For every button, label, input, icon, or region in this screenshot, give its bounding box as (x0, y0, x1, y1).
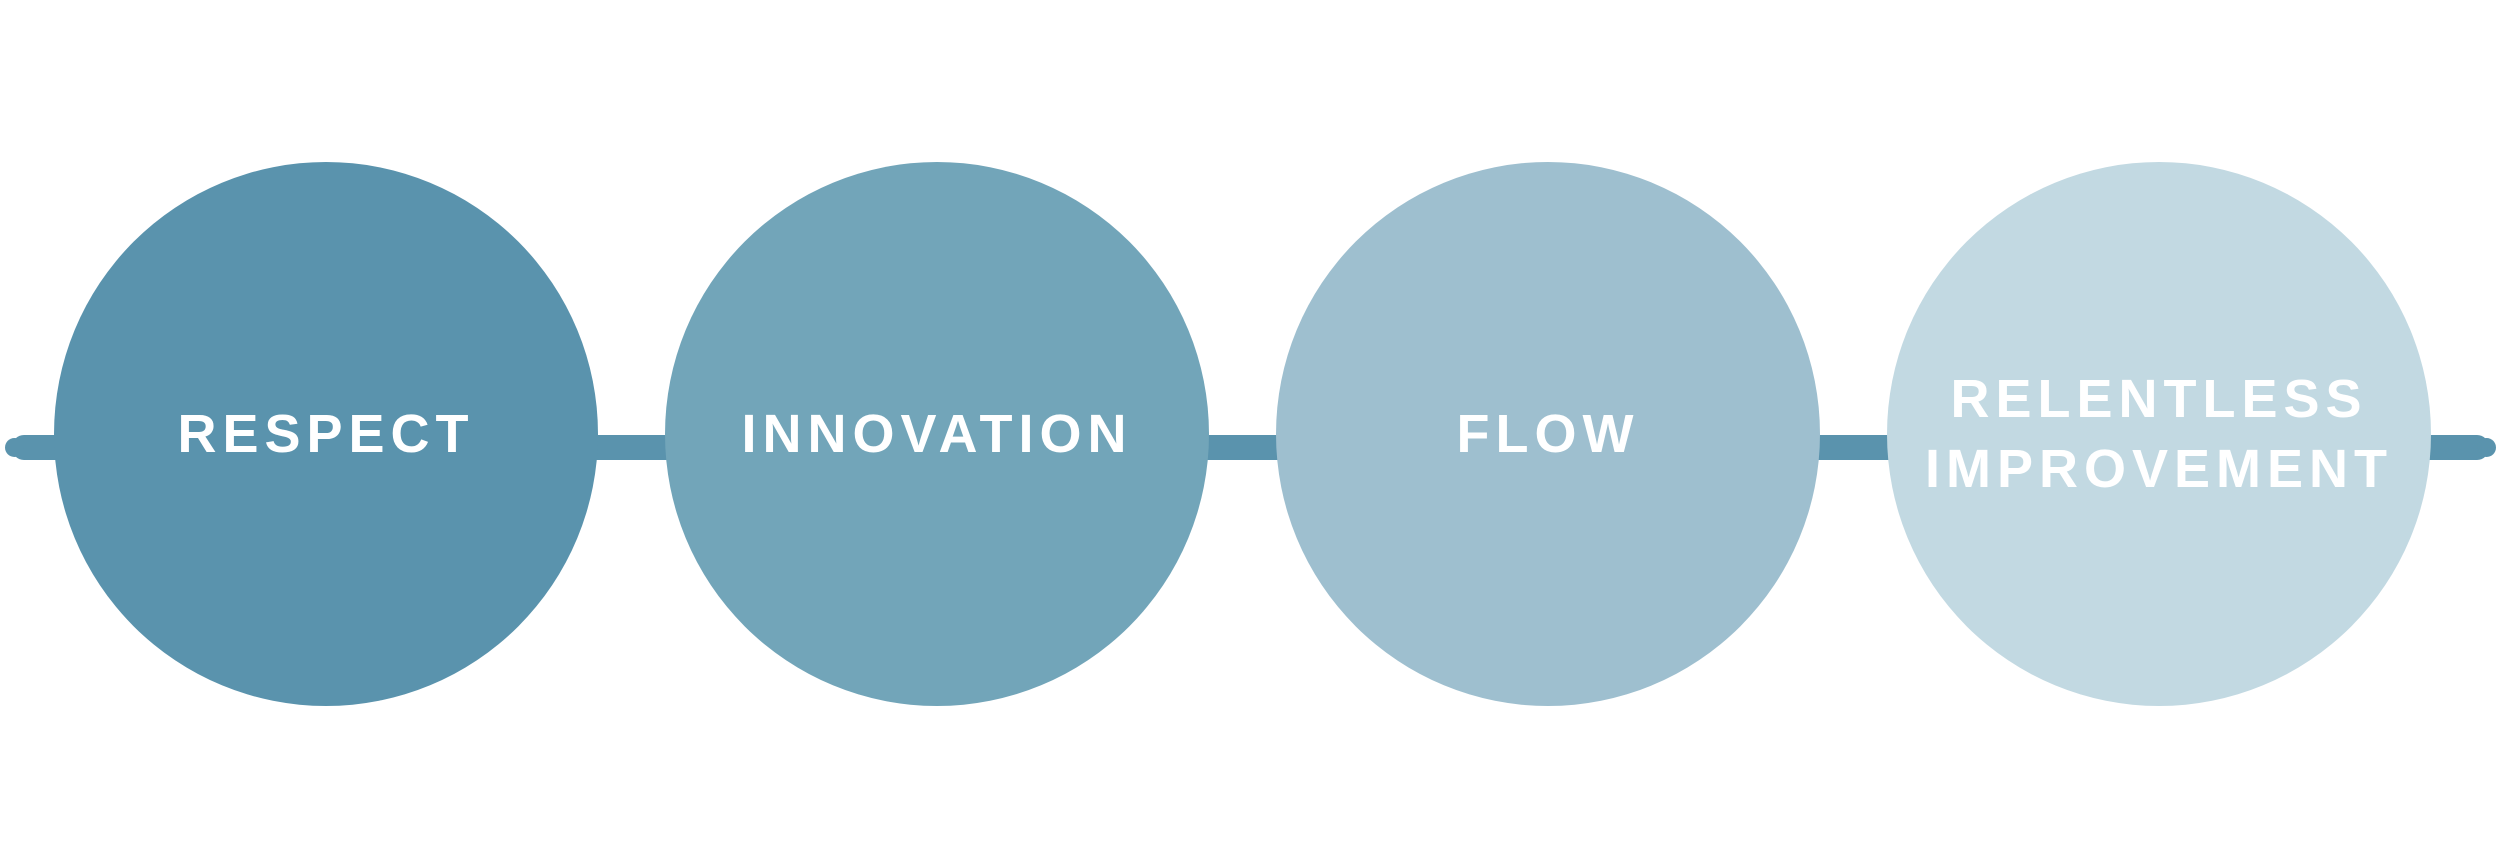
value-label-relentless-improvement: RELENTLESS IMPROVEMENT (1925, 368, 2394, 499)
value-circle-innovation: INNOVATION (665, 162, 1209, 706)
value-circle-relentless-improvement: RELENTLESS IMPROVEMENT (1887, 162, 2431, 706)
value-circle-flow: FLOW (1276, 162, 1820, 706)
connector-end-dot (2477, 438, 2496, 457)
value-circle-respect: RESPECT (54, 162, 598, 706)
value-label-respect: RESPECT (177, 403, 475, 464)
connector-start-dot (5, 438, 24, 457)
value-label-innovation: INNOVATION (741, 403, 1133, 464)
value-label-flow: FLOW (1456, 403, 1640, 464)
